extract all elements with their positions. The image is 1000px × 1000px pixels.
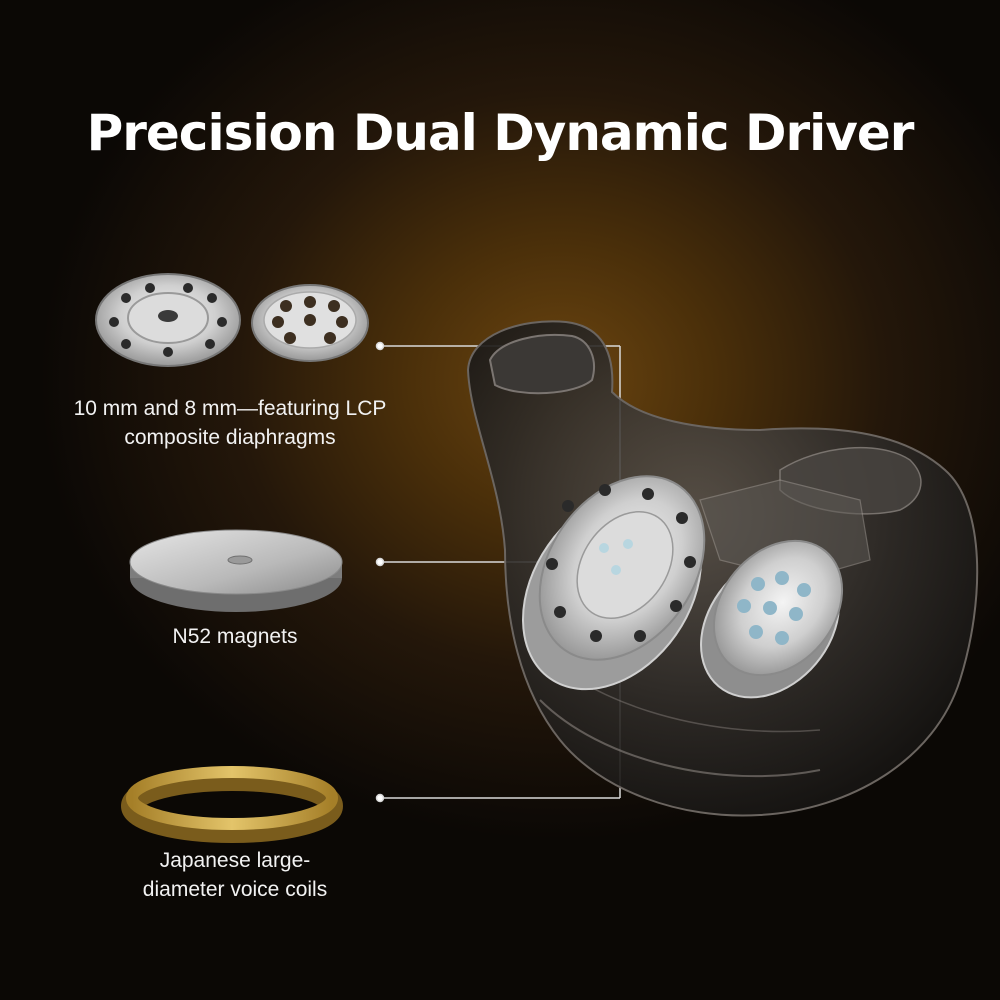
diaphragms-caption-line1: 10 mm and 8 mm—featuring LCP — [73, 397, 387, 420]
voice-coils-caption-line2: diameter voice coils — [142, 878, 328, 901]
earbud-shell-illustration — [466, 320, 979, 817]
page-title: Precision Dual Dynamic Driver — [86, 104, 915, 162]
diaphragms-caption-line2: composite diaphragms — [124, 426, 336, 449]
voice-coils-caption: Japanese large- diameter voice coils — [105, 846, 365, 904]
voice-coils-caption-line1: Japanese large- — [159, 849, 311, 872]
magnet-disc-icon — [129, 529, 343, 612]
magnets-caption-line1: N52 magnets — [172, 625, 298, 648]
diaphragms-caption: 10 mm and 8 mm—featuring LCP composite d… — [40, 394, 420, 452]
gold-voice-coil-ring-icon — [121, 766, 343, 843]
magnets-caption: N52 magnets — [125, 622, 345, 651]
diaphragm-discs-icon — [95, 273, 369, 367]
